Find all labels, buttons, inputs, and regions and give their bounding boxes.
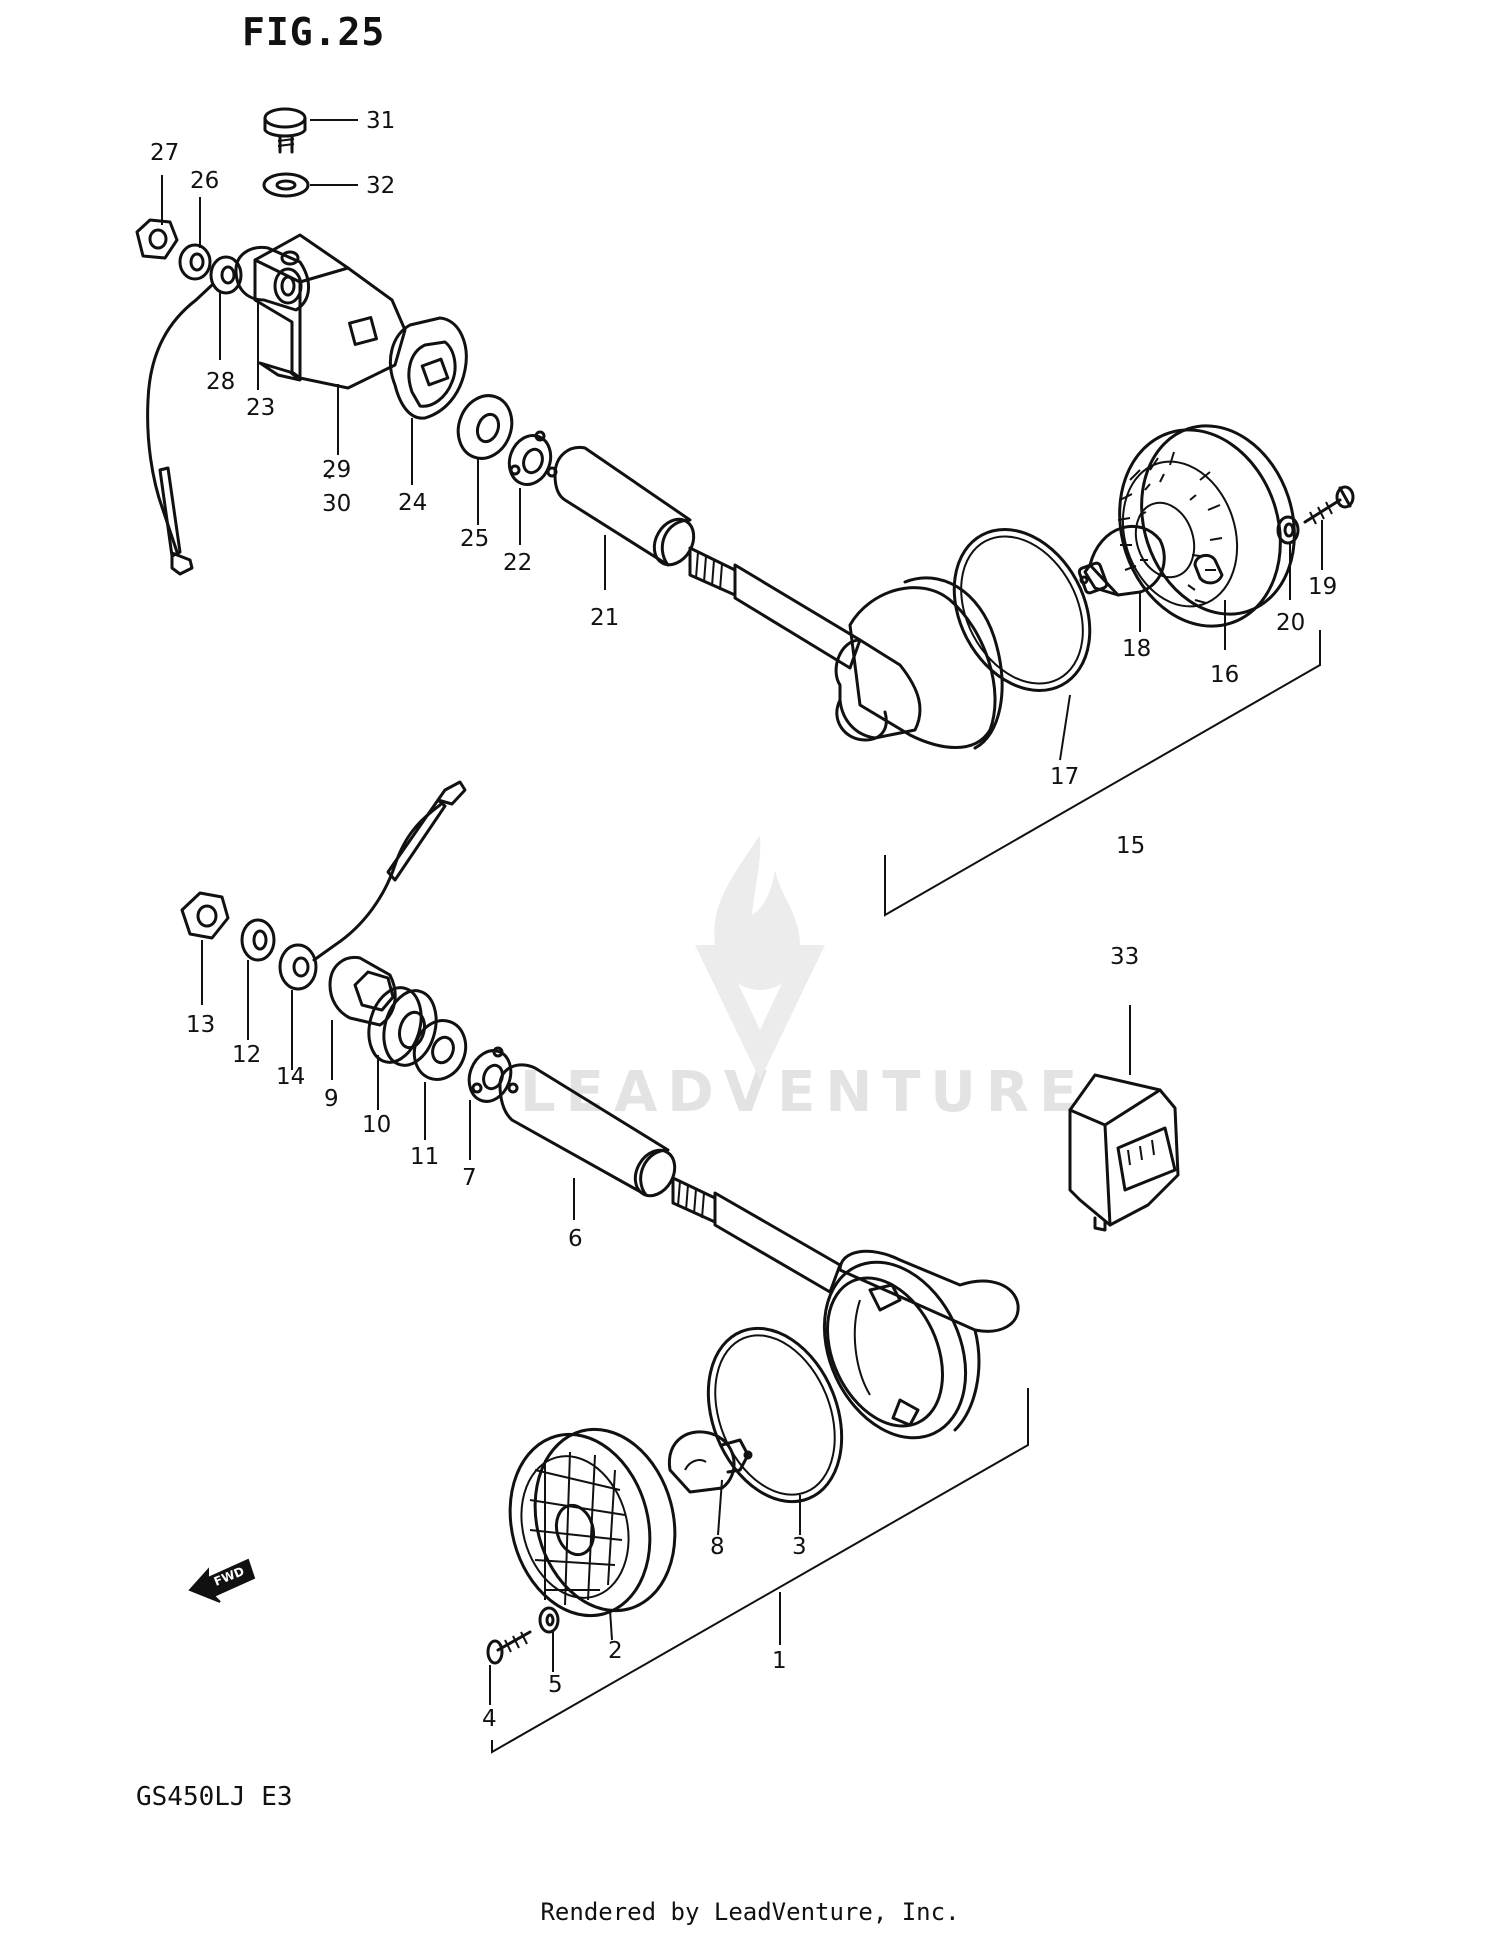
part-2-lens [508,1427,677,1618]
callout-13: 13 [186,1012,215,1038]
part-24-grommet [388,316,468,420]
part-14-wire-terminal [278,780,467,991]
callout-27: 27 [150,140,179,166]
callout-5: 5 [548,1672,563,1698]
model-code: GS450LJ E3 [136,1782,293,1812]
part-6-spacer [498,1063,677,1198]
callout-24: 24 [398,490,427,516]
callout-26: 26 [190,168,219,194]
callout-22: 22 [503,550,532,576]
callout-11: 11 [410,1144,439,1170]
callout-15: 15 [1116,833,1145,859]
part-5-washer [538,1606,560,1634]
callout-19: 19 [1308,574,1337,600]
callout-2: 2 [608,1638,623,1664]
callout-4: 4 [482,1706,497,1732]
footer-credit: Rendered by LeadVenture, Inc. [540,1898,960,1926]
watermark: LEADVENTURE [520,1060,1088,1125]
leader-lines [161,119,1323,1705]
part-13-nut [180,891,230,940]
bracket-15 [884,630,1321,917]
callout-31: 31 [366,108,395,134]
part-10-grommet [367,986,438,1067]
part-20-washer [1276,515,1300,545]
rear-stem [688,546,862,670]
part-19-screw [1303,485,1355,525]
callout-23: 23 [246,395,275,421]
callout-28: 28 [206,369,235,395]
fwd-arrow-icon: FWD [188,1558,256,1603]
callout-6: 6 [568,1226,583,1252]
part-33-relay [1068,1073,1180,1232]
callout-7: 7 [462,1165,477,1191]
part-27-nut [135,218,179,260]
part-11-washer [412,1019,468,1081]
part-25-washer [456,394,514,460]
part-9-boss [328,955,397,1027]
callout-25: 25 [460,526,489,552]
callout-12: 12 [232,1042,261,1068]
callout-8: 8 [710,1534,725,1560]
part-21-spacer [553,445,696,567]
callout-14: 14 [276,1064,305,1090]
part-3-oring [706,1326,844,1504]
callout-18: 18 [1122,636,1151,662]
part-32-washer [262,172,310,198]
part-28-wire-terminal [146,255,243,576]
callout-29: 29 [322,457,351,483]
front-housing [822,1249,1020,1440]
callout-32: 32 [366,173,395,199]
part-26-lockwasher [178,243,212,281]
callout-30: 30 [322,491,351,517]
figure-title: FIG.25 [242,10,386,54]
rear-housing [834,576,1004,750]
part-7-lockplate [467,1046,519,1103]
part-23-boss [234,245,310,312]
part-29-bracket [253,233,407,390]
callout-9: 9 [324,1086,339,1112]
watermark-logo [695,835,825,1080]
callout-20: 20 [1276,610,1305,636]
callout-dot: · [326,465,333,491]
front-stem [671,1176,842,1294]
callouts: 31 32 27 26 28 23 29 · 30 24 25 22 21 17… [150,108,1337,1732]
callout-16: 16 [1210,662,1239,688]
callout-1: 1 [772,1648,787,1674]
callout-17: 17 [1050,764,1079,790]
callout-3: 3 [792,1534,807,1560]
part-16-lens [1117,424,1296,628]
part-4-screw [486,1630,532,1665]
callout-10: 10 [362,1112,391,1138]
part-17-oring [952,528,1092,692]
bracket-1 [491,1388,1029,1754]
part-8-bulb [667,1430,753,1494]
part-12-lockwasher [240,918,276,962]
part-22-lockplate [507,430,558,486]
callout-33: 33 [1110,944,1139,970]
part-31-bolt [263,107,307,154]
callout-21: 21 [590,605,619,631]
